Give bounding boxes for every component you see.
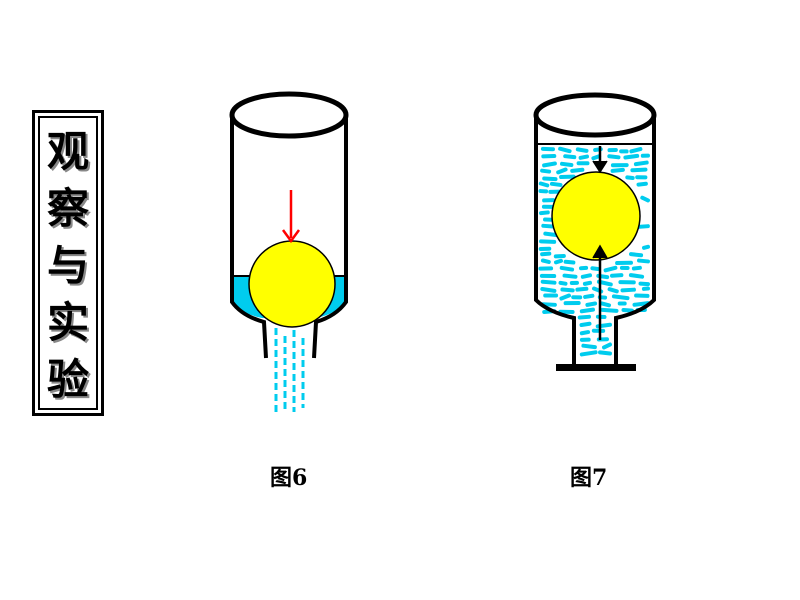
water-dash bbox=[559, 293, 571, 301]
water-dash bbox=[577, 314, 591, 320]
water-dash bbox=[540, 258, 551, 264]
water-dash bbox=[607, 154, 621, 160]
water-dash bbox=[582, 280, 592, 286]
water-dash bbox=[625, 175, 635, 180]
water-dash bbox=[630, 167, 648, 173]
fig7-stopper-base bbox=[556, 364, 636, 371]
water-dash bbox=[579, 307, 595, 314]
water-dash bbox=[607, 287, 619, 294]
fig6-water-stream bbox=[274, 328, 305, 415]
water-dash bbox=[585, 301, 598, 307]
water-dash bbox=[540, 251, 552, 257]
water-dash bbox=[560, 161, 574, 168]
water-dash bbox=[559, 265, 575, 272]
water-dash bbox=[579, 330, 591, 336]
water-dash bbox=[628, 273, 645, 279]
water-dash bbox=[610, 273, 624, 278]
water-dash bbox=[540, 279, 557, 285]
fig6-bottle-outline bbox=[230, 115, 348, 359]
water-dash bbox=[611, 294, 630, 301]
water-dash bbox=[636, 181, 648, 187]
water-dash bbox=[580, 273, 592, 279]
water-dash bbox=[542, 161, 557, 168]
water-dash bbox=[623, 153, 640, 160]
fig6-pressure-arrow bbox=[281, 190, 301, 244]
water-dash bbox=[575, 286, 589, 292]
water-dash bbox=[562, 273, 578, 279]
title-char-3: 与 bbox=[46, 241, 89, 290]
title-box: 观 察 与 实 验 bbox=[32, 110, 104, 416]
fig7-down-arrow bbox=[592, 146, 608, 174]
water-dash bbox=[590, 266, 600, 271]
water-dash bbox=[629, 147, 643, 154]
water-dash bbox=[642, 244, 650, 250]
water-dash bbox=[563, 154, 577, 160]
title-chars: 观 察 与 实 验 bbox=[35, 123, 101, 408]
water-dash bbox=[554, 258, 563, 265]
water-dash bbox=[560, 287, 575, 293]
water-dash bbox=[632, 301, 650, 307]
title-char-1: 观 bbox=[46, 127, 89, 176]
water-dash bbox=[556, 167, 568, 175]
fig7-ping-pong-ball bbox=[551, 171, 641, 261]
water-dash bbox=[599, 301, 611, 308]
fig7-bottle-mouth bbox=[533, 92, 657, 138]
water-dash bbox=[583, 293, 595, 299]
water-dash bbox=[600, 307, 619, 313]
water-dash bbox=[558, 280, 568, 286]
title-char-4: 实 bbox=[46, 298, 89, 347]
water-dash bbox=[603, 265, 618, 273]
figure-7-caption: 图7 bbox=[570, 465, 608, 491]
water-dash bbox=[539, 210, 550, 216]
water-dash bbox=[579, 350, 598, 357]
water-dash bbox=[575, 147, 589, 153]
water-dash bbox=[640, 195, 650, 203]
water-dash bbox=[542, 176, 558, 182]
water-dash bbox=[540, 287, 557, 293]
water-dash bbox=[540, 168, 552, 174]
water-dash bbox=[538, 181, 550, 188]
water-dash bbox=[629, 252, 644, 258]
water-dash bbox=[558, 146, 572, 154]
water-dash bbox=[631, 265, 642, 271]
water-dash bbox=[581, 343, 597, 350]
water-dash bbox=[620, 287, 636, 293]
water-dash bbox=[579, 321, 592, 328]
water-dash bbox=[541, 302, 557, 307]
water-dash bbox=[610, 167, 625, 173]
title-char-2: 察 bbox=[46, 184, 89, 233]
water-dash bbox=[591, 154, 602, 161]
water-dash bbox=[633, 160, 649, 167]
fig6-bottle-mouth bbox=[229, 91, 349, 139]
water-dash bbox=[578, 154, 589, 160]
water-dash bbox=[539, 239, 557, 244]
water-dash bbox=[598, 350, 612, 356]
figure-6-caption: 图6 bbox=[270, 465, 308, 491]
water-dash bbox=[563, 259, 576, 265]
water-dash bbox=[621, 307, 634, 313]
title-char-5: 验 bbox=[46, 355, 89, 404]
fig7-up-arrow bbox=[592, 244, 608, 340]
water-dash bbox=[570, 167, 585, 173]
water-dash bbox=[638, 281, 650, 287]
water-dash bbox=[602, 342, 612, 350]
fig7-bottle-outline bbox=[534, 118, 656, 366]
water-dash bbox=[549, 181, 563, 187]
title-inner-border bbox=[38, 116, 98, 410]
water-dash bbox=[637, 258, 650, 264]
